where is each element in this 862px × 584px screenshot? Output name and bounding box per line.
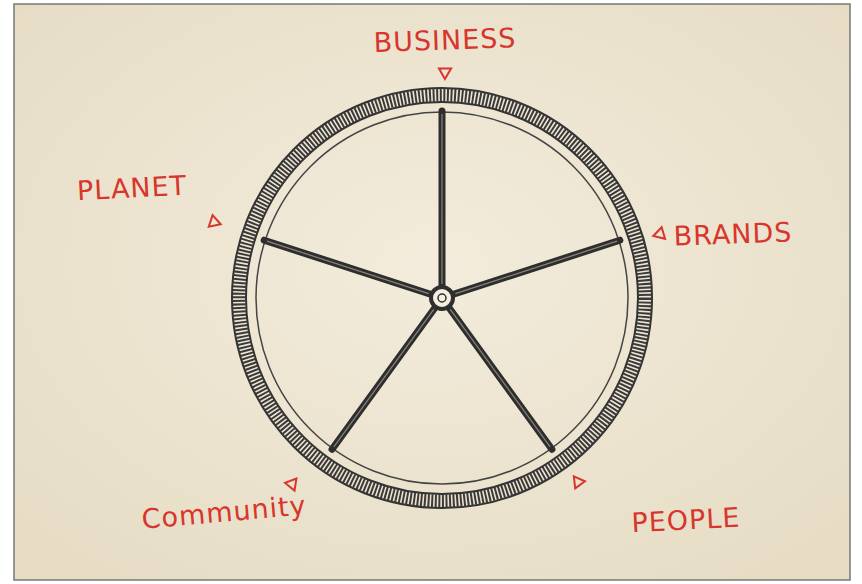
tire-inner xyxy=(246,102,638,494)
wheel-label: PLANET xyxy=(76,170,188,207)
spoke xyxy=(453,240,619,294)
wheel-label: BRANDS xyxy=(673,216,793,251)
spoke-highlight xyxy=(455,241,617,294)
pointer-triangle xyxy=(439,68,451,79)
wheel-label: PEOPLE xyxy=(631,502,741,539)
pointer-triangle xyxy=(285,479,296,491)
pointer-triangle xyxy=(653,227,665,239)
spokes xyxy=(264,111,620,449)
spoke-highlight xyxy=(441,114,442,284)
paper-sheet xyxy=(14,4,850,580)
spoke xyxy=(449,308,552,450)
hub xyxy=(431,287,453,309)
spoke xyxy=(439,111,446,286)
pointer-markers xyxy=(209,68,665,490)
spoke-highlight xyxy=(267,241,429,294)
tire-outer xyxy=(232,88,652,508)
wheel xyxy=(232,88,652,508)
spoke xyxy=(332,308,435,450)
spoke xyxy=(264,240,430,294)
rim xyxy=(256,112,628,484)
spoke-highlight xyxy=(334,309,434,447)
wheel-label: BUSINESS xyxy=(373,22,517,58)
hub-axle xyxy=(438,294,446,302)
wheel-label: Community xyxy=(140,489,307,534)
pointer-triangle xyxy=(574,476,585,488)
pointer-triangle xyxy=(209,215,221,227)
tire-hatching xyxy=(239,95,645,501)
spoke-highlight xyxy=(450,309,550,447)
